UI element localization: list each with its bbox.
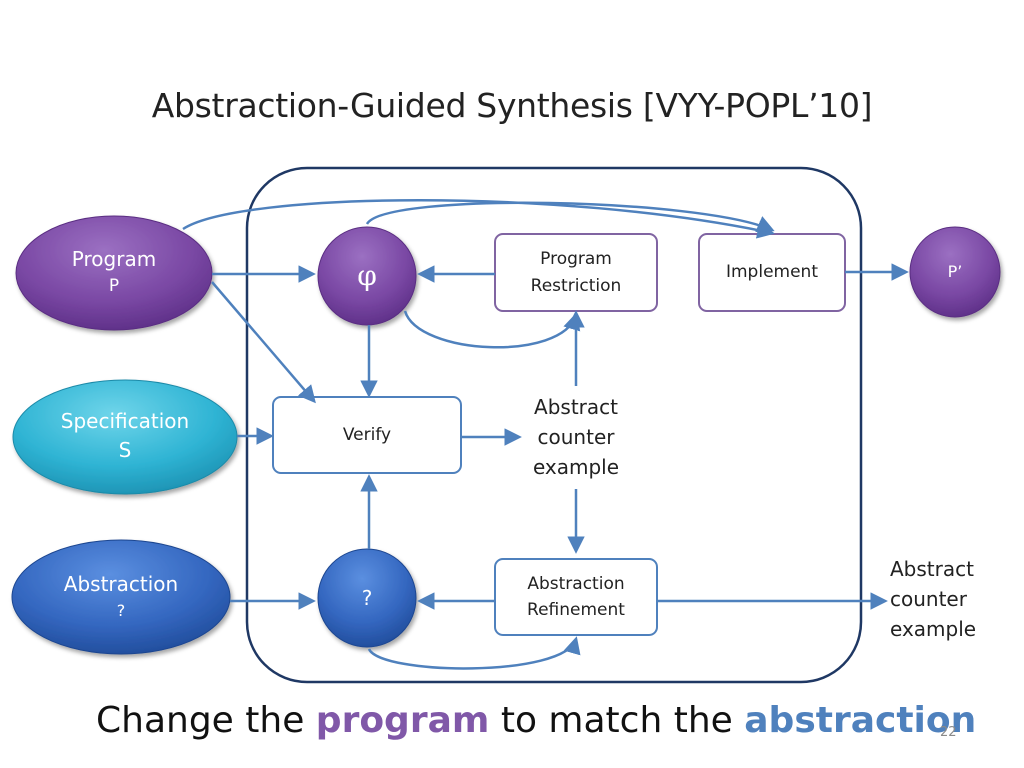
arrow-phi-to-restriction — [403, 310, 581, 349]
arrow-phi-to-implement — [365, 201, 775, 233]
counterexample-inner-label: Abstract counter example — [510, 388, 642, 486]
counterexample-outer-line3: example — [890, 617, 977, 641]
abstraction-refinement-line1: Abstraction — [527, 573, 625, 594]
specification-label: Specification S — [13, 404, 237, 468]
abstraction-ellipse[interactable] — [11, 539, 231, 655]
caption-keyword-program: program — [315, 700, 490, 741]
program-label: Program P — [16, 241, 212, 303]
slide-title: Abstraction-Guided Synthesis [VYY-POPL’1… — [151, 86, 873, 125]
counterexample-inner-line2: counter — [537, 425, 615, 449]
program-label-line2: P — [108, 276, 120, 297]
abstraction-refinement-box[interactable] — [494, 558, 658, 636]
phi-label: φ — [357, 258, 377, 292]
abstraction-label-line2: ? — [116, 600, 126, 620]
p-prime-label: P’ — [947, 261, 963, 281]
caption-part2: to match the — [489, 700, 745, 741]
counterexample-inner-line1: Abstract — [534, 395, 618, 419]
specification-label-line2: S — [118, 438, 132, 462]
p-prime-circle[interactable] — [909, 226, 1001, 318]
alpha-label: ? — [361, 586, 373, 610]
abstraction-refinement-label: Abstraction Refinement — [495, 559, 657, 635]
program-restriction-line1: Program — [540, 249, 612, 270]
caption-part1: Change the — [96, 700, 316, 741]
counterexample-inner-line3: example — [532, 455, 620, 479]
program-restriction-label: Program Restriction — [495, 234, 657, 311]
page-number: 22 — [940, 725, 957, 740]
abstraction-label-line1: Abstraction — [63, 571, 179, 596]
slide-caption: Change the program to match the abstract… — [96, 700, 976, 741]
synthesis-frame — [245, 166, 863, 684]
counterexample-outer-line2: counter — [890, 587, 967, 611]
abstraction-refinement-line2: Refinement — [527, 600, 625, 620]
abstraction-label: Abstraction ? — [12, 564, 230, 628]
program-label-line1: Program — [71, 247, 157, 272]
arrow-program-to-verify — [211, 281, 316, 404]
counterexample-outer-label: Abstract counter example — [890, 551, 994, 647]
arrow-program-to-implement — [182, 199, 775, 239]
verify-label: Verify — [342, 424, 392, 445]
phi-circle[interactable] — [317, 226, 417, 326]
counterexample-outer-line1: Abstract — [890, 557, 974, 581]
arrow-alpha-to-refinement — [367, 636, 581, 670]
alpha-circle[interactable] — [317, 548, 417, 648]
implement-label: Implement — [725, 262, 818, 283]
program-restriction-line2: Restriction — [530, 275, 622, 296]
caption-keyword-abstraction: abstraction — [744, 700, 977, 741]
specification-label-line1: Specification — [60, 409, 190, 433]
